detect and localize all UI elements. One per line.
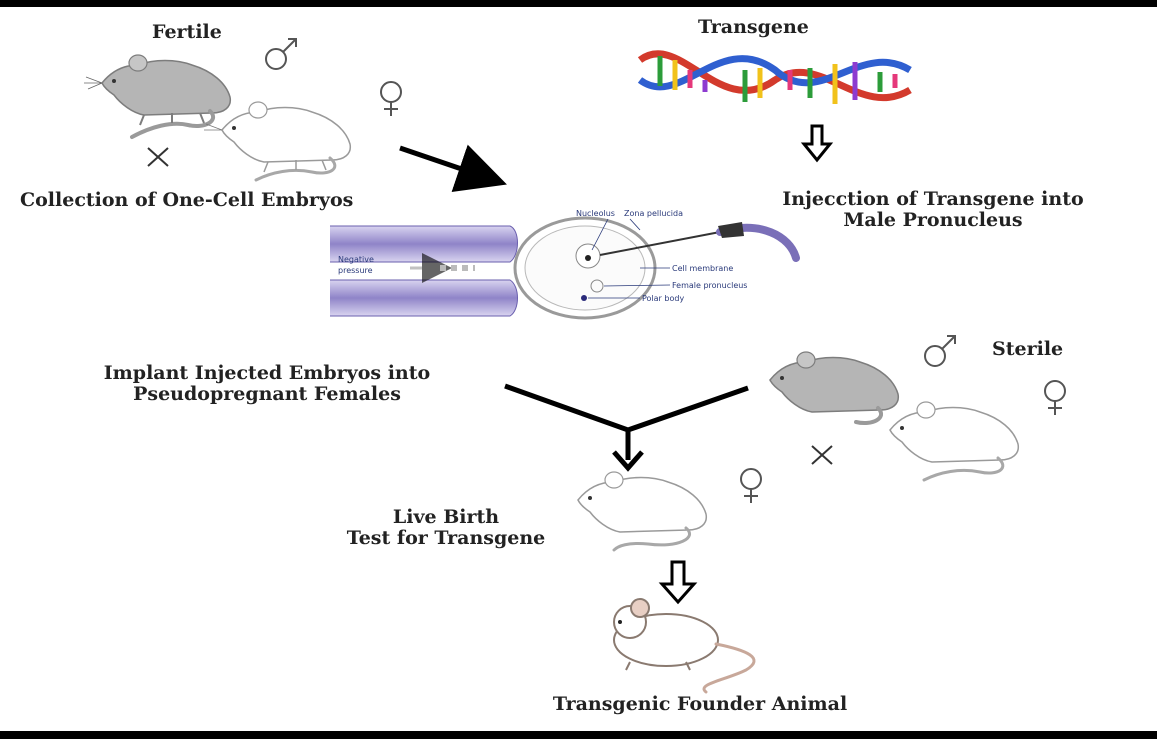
zona-pellucida-label: Zona pellucida [624,209,683,218]
bottom-frame-bar [0,731,1157,739]
implant-label-line1: Implant Injected Embryos into [103,362,431,384]
founder-label: Transgenic Founder Animal [552,693,848,715]
arrow-icon [612,450,644,472]
injection-label-line2: Male Pronucleus [843,209,1023,231]
injection-label-line1: Injecction of Transgene into [782,188,1084,210]
arrow-icon [800,124,834,163]
cross-icon [811,445,833,465]
negative-pressure-label-1: Negative [338,255,374,264]
arrow-icon [399,144,507,192]
collection-label: Collection of One-Cell Embryos [20,189,354,211]
fertile-label: Fertile [152,21,222,43]
female-symbol-icon [1044,380,1066,415]
transgene-label: Transgene [698,16,809,38]
mouse-icon [204,101,352,182]
top-frame-bar [0,0,1157,7]
nucleolus-label: Nucleolus [576,209,615,218]
live-birth-label-line2: Test for Transgene [346,527,546,549]
arrow-icon [658,560,698,605]
implant-label-line2: Pseudopregnant Females [133,383,401,405]
live-birth-label-line1: Live Birth [392,506,500,528]
female-symbol-icon [380,81,402,116]
male-symbol-icon [265,38,297,70]
mouse-icon [613,598,756,694]
female-pronucleus-label: Female pronucleus [672,281,747,290]
arrow-icon [504,383,749,460]
mouse-icon [577,471,708,552]
embryo-injection-icon: Nucleolus Zona pellucida Negative pressu… [330,209,800,320]
sterile-label: Sterile [992,338,1064,360]
female-symbol-icon [740,468,762,503]
negative-pressure-label-2: pressure [338,266,373,275]
cell-membrane-label: Cell membrane [672,264,733,273]
polar-body-label: Polar body [642,294,684,303]
cross-icon [147,147,169,167]
male-symbol-icon [924,335,956,367]
mouse-icon [769,351,900,425]
mouse-icon [889,401,1020,482]
dna-helix-icon [637,50,912,104]
mouse-icon [84,54,232,139]
